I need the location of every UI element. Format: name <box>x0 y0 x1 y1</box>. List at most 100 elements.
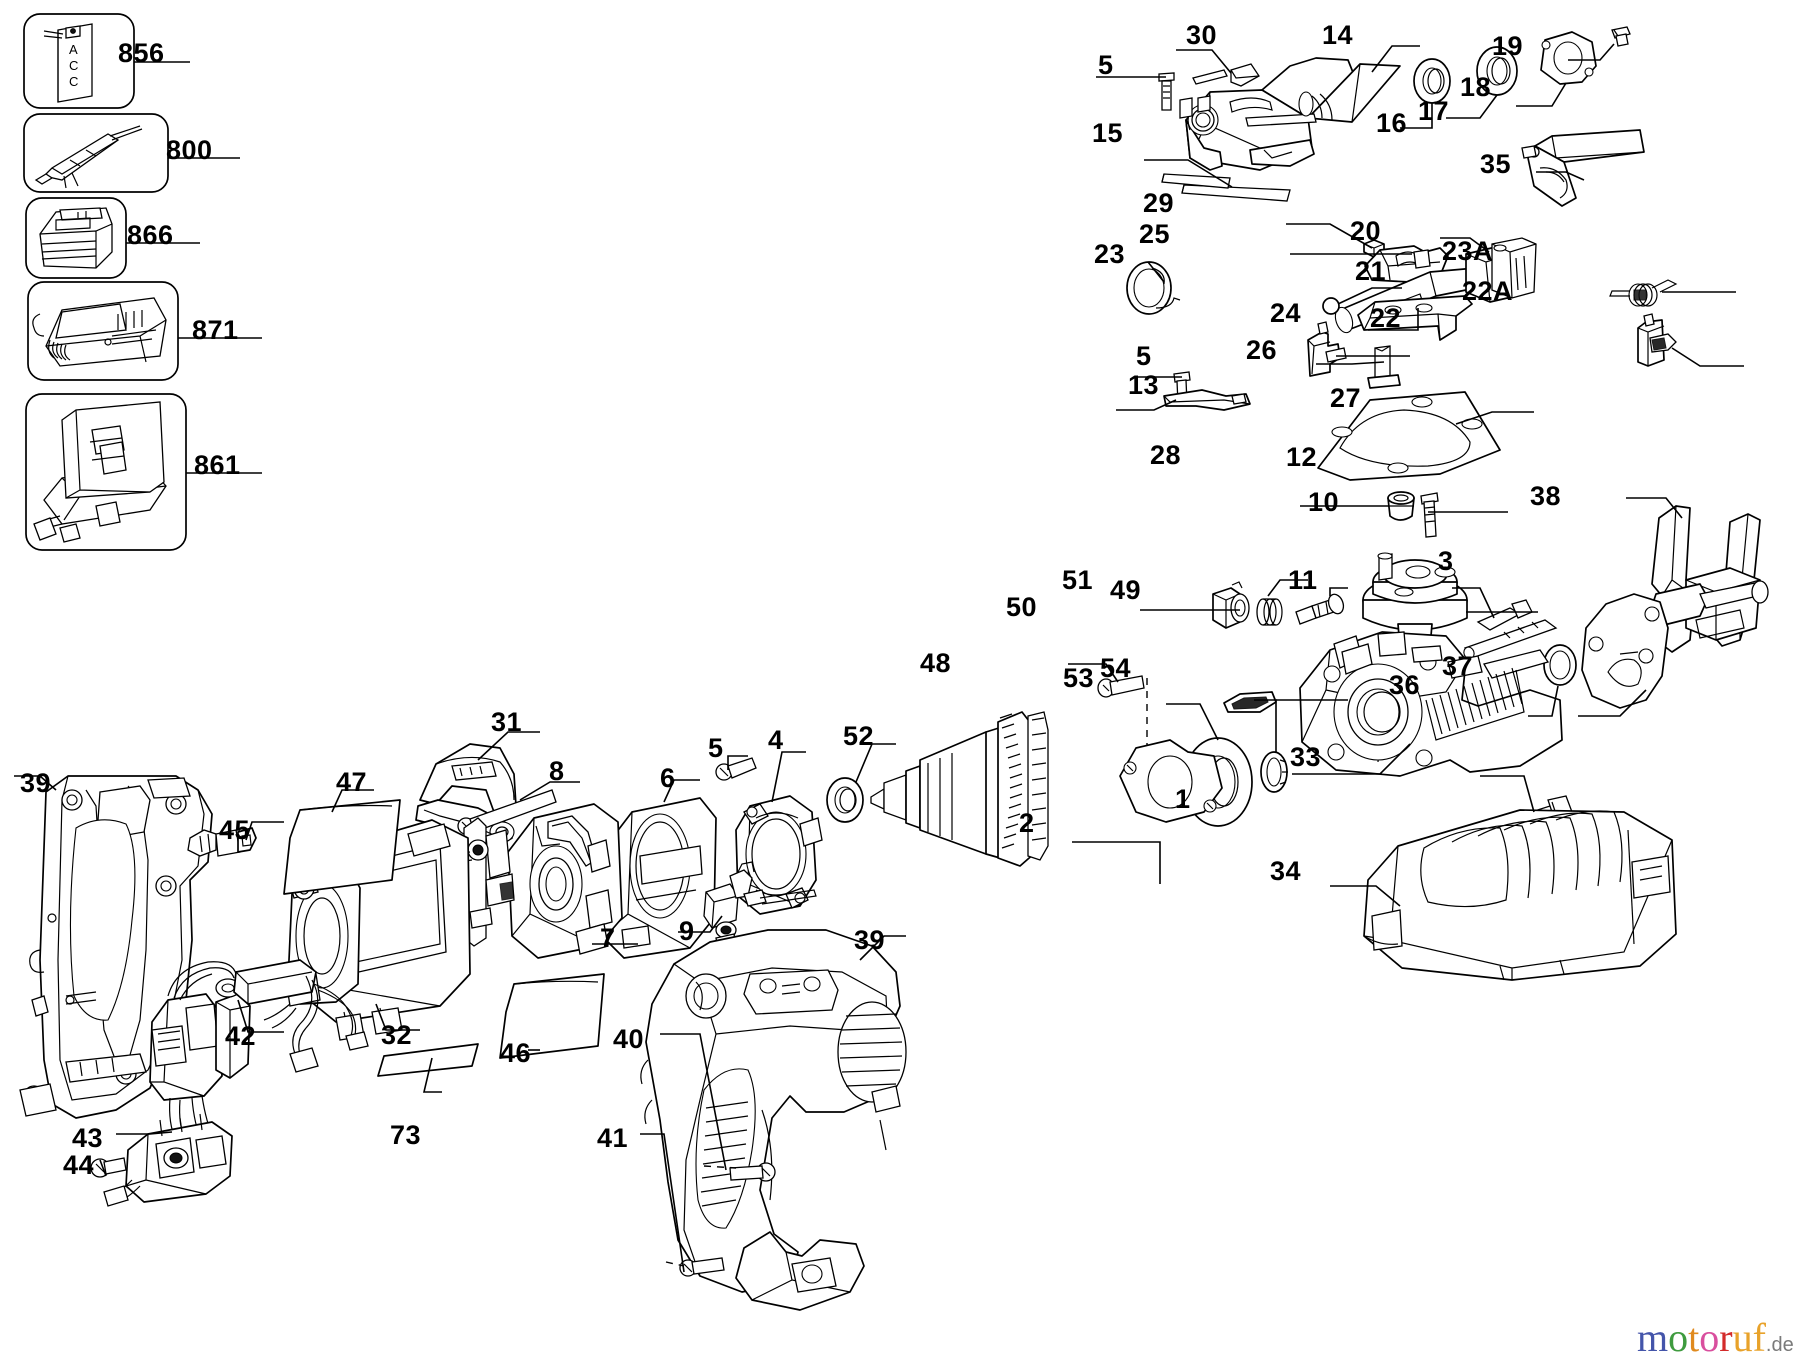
callout-53: 53 <box>1063 663 1095 693</box>
callout-800: 800 <box>166 135 213 165</box>
part-5-top <box>1158 72 1175 111</box>
callout-23: 23 <box>1094 239 1126 269</box>
callout-7: 7 <box>600 923 616 953</box>
part-11 <box>1223 691 1277 713</box>
callout-45: 45 <box>219 815 251 845</box>
part-37 <box>1581 593 1669 709</box>
part-34 <box>1363 809 1677 981</box>
callout-26: 26 <box>1246 335 1278 365</box>
callout-34: 34 <box>1270 856 1302 886</box>
callout-44: 44 <box>63 1150 95 1180</box>
part-3 <box>1476 599 1533 631</box>
callout-13: 13 <box>1128 370 1160 400</box>
callout-5-top: 5 <box>1098 50 1114 80</box>
callout-1: 1 <box>1175 784 1191 814</box>
callout-9: 9 <box>679 916 695 946</box>
part-12 <box>1420 492 1439 538</box>
part-15 <box>1181 184 1291 202</box>
callout-17: 17 <box>1418 96 1450 126</box>
part-17 <box>1476 46 1518 96</box>
callout-33: 33 <box>1290 742 1322 772</box>
callout-39-left: 39 <box>20 768 52 798</box>
callout-36: 36 <box>1389 670 1421 700</box>
callout-866: 866 <box>127 220 174 250</box>
callout-12: 12 <box>1286 442 1318 472</box>
callout-5-mid: 5 <box>1136 341 1152 371</box>
callout-24: 24 <box>1270 298 1302 328</box>
callout-6: 6 <box>660 763 676 793</box>
callout-10: 10 <box>1308 487 1340 517</box>
part-23 <box>1126 261 1181 315</box>
callout-5-motor: 5 <box>708 733 724 763</box>
part-47 <box>283 799 401 895</box>
callout-22: 22 <box>1370 303 1402 333</box>
part-2-armature <box>870 711 1049 867</box>
part-43 <box>103 1113 233 1207</box>
callout-35: 35 <box>1480 149 1512 179</box>
part-73 <box>377 1043 479 1077</box>
accessory-box-861 <box>25 393 187 551</box>
part-30 <box>1192 63 1260 87</box>
part-48 <box>1097 675 1145 698</box>
svg-text:C: C <box>69 74 78 89</box>
part-4 <box>735 795 823 915</box>
callout-51: 51 <box>1062 565 1094 595</box>
callout-16: 16 <box>1376 108 1408 138</box>
callout-43: 43 <box>72 1123 104 1153</box>
part-44 <box>90 1157 127 1178</box>
accessory-box-856: A C C <box>23 13 135 109</box>
callout-8: 8 <box>549 756 565 786</box>
callout-32: 32 <box>381 1020 413 1050</box>
callout-25: 25 <box>1139 219 1171 249</box>
logo-letter-f: f <box>1752 1315 1766 1360</box>
callout-21: 21 <box>1355 256 1387 286</box>
callout-4: 4 <box>768 725 784 755</box>
callout-11: 11 <box>1288 565 1318 595</box>
part-35 <box>1521 129 1645 207</box>
callout-871: 871 <box>192 315 239 345</box>
part-36 <box>1543 644 1577 686</box>
callout-50: 50 <box>1006 592 1038 622</box>
callout-861: 861 <box>194 450 241 480</box>
callout-39-right: 39 <box>854 925 886 955</box>
callout-3: 3 <box>1438 546 1454 576</box>
part-54 <box>1260 751 1288 793</box>
callout-20: 20 <box>1350 216 1382 246</box>
logo-letter-o1: o <box>1668 1315 1689 1360</box>
part-22A <box>1637 313 1677 367</box>
part-42 <box>149 959 369 1157</box>
part-27 <box>1317 391 1501 481</box>
callout-29: 29 <box>1143 188 1175 218</box>
part-13 <box>1163 389 1251 411</box>
part-16 <box>1413 58 1451 104</box>
part-23A <box>1609 279 1678 307</box>
logo-letter-m: m <box>1637 1315 1669 1360</box>
callout-48: 48 <box>920 648 952 678</box>
part-3-rod <box>1463 619 1558 660</box>
part-2-bracket <box>1119 739 1223 823</box>
accessory-box-871 <box>27 281 179 381</box>
callout-38: 38 <box>1530 481 1562 511</box>
accessory-box-866 <box>25 197 127 279</box>
part-40 <box>703 1162 776 1182</box>
part-26 <box>1367 345 1401 389</box>
part-22 <box>1307 321 1347 377</box>
callout-14: 14 <box>1322 20 1354 50</box>
part-7 <box>507 803 623 959</box>
callout-22A: 22A <box>1462 276 1514 306</box>
part-21 <box>1322 297 1340 315</box>
accessory-box-800 <box>23 113 169 193</box>
part-39-right <box>640 929 907 1311</box>
part-24 <box>1357 295 1473 341</box>
callout-42: 42 <box>225 1021 257 1051</box>
callout-15: 15 <box>1092 118 1124 148</box>
logo-suffix: .de <box>1765 1334 1794 1356</box>
callout-49: 49 <box>1110 575 1142 605</box>
logo-letter-t: t <box>1688 1315 1700 1360</box>
part-45 <box>187 827 257 857</box>
alignment-dash <box>1146 678 1158 749</box>
callout-31: 31 <box>491 707 523 737</box>
callout-19: 19 <box>1492 31 1524 61</box>
